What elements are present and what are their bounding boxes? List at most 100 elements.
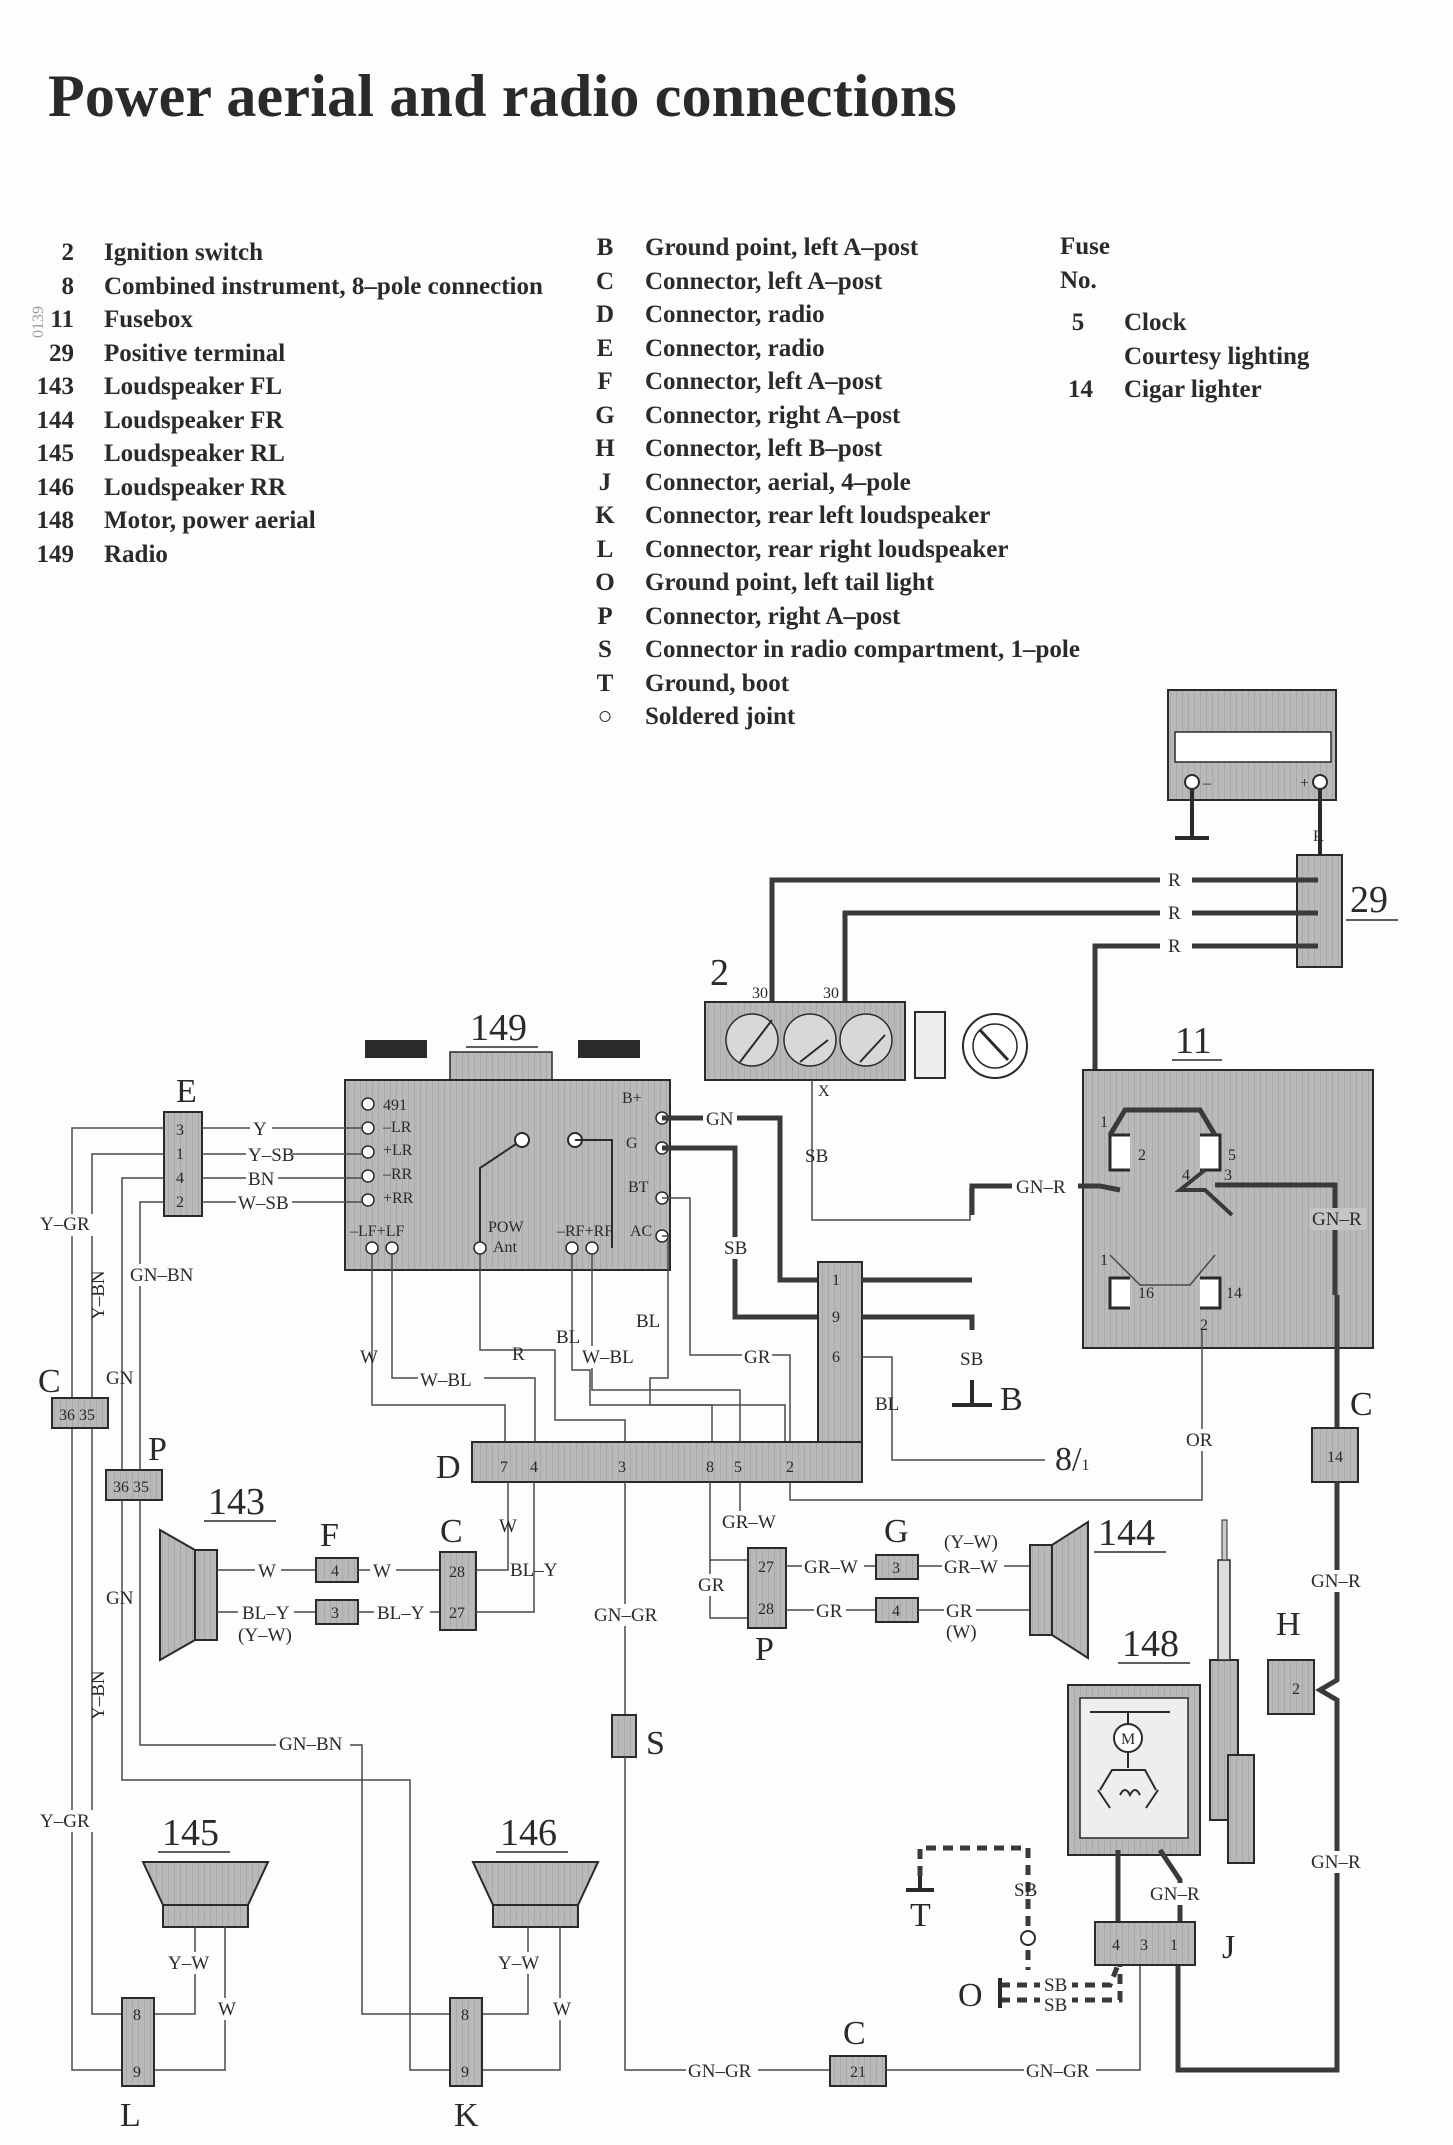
legend-key: 143: [36, 373, 75, 400]
legend-key: 11: [50, 306, 74, 333]
connector-f-bottom: [315, 1599, 359, 1625]
label-145: 145: [162, 1812, 219, 1854]
radio-t-491: 491: [383, 1097, 407, 1114]
label-s: S: [646, 1725, 665, 1762]
instr-suffix: 1: [1081, 1457, 1089, 1474]
label-l: L: [120, 2097, 141, 2134]
fuse-header-line1: Fuse: [1060, 233, 1110, 260]
connector-l: [121, 1997, 155, 2087]
legend-label: Ground point, left A–post: [645, 234, 919, 261]
fuse-14: 14: [1226, 1285, 1242, 1302]
d-pin-3: 3: [618, 1459, 626, 1476]
legend-row: 11 Fusebox: [32, 303, 543, 337]
connector-d: [471, 1441, 863, 1483]
wire-fr-gr: GR: [946, 1601, 973, 1622]
wire-r2: R: [1168, 903, 1181, 924]
wire-fl-w1: W: [258, 1561, 276, 1582]
battery-neg: –: [1202, 775, 1212, 792]
connector-p-right: [747, 1547, 787, 1629]
legend-key: 148: [36, 507, 75, 534]
radio-t-ant: Ant: [493, 1239, 518, 1256]
legend-label: Radio: [104, 540, 168, 568]
j-pin-1: 1: [1170, 1937, 1178, 1954]
wire-gnr-fuse: GN–R: [1016, 1177, 1066, 1198]
wire-rl-yw: Y–W: [168, 1953, 209, 1974]
label-2: 2: [710, 952, 729, 994]
wire-r1: R: [1168, 870, 1181, 891]
legend-label: Ground point, left tail light: [645, 569, 935, 596]
wire-gnr-right: GN–R: [1312, 1209, 1362, 1230]
legend-key: C: [595, 267, 615, 295]
fuse-16: 16: [1138, 1285, 1154, 1302]
legend-key: E: [596, 334, 614, 362]
radio-t-lr-pos: +LR: [383, 1142, 413, 1159]
wire-wbl-radio: W–BL: [420, 1370, 472, 1391]
label-b: B: [1000, 1381, 1023, 1418]
legend-key: S: [598, 636, 612, 663]
legend-key: ○: [597, 703, 613, 730]
legend-label: Fusebox: [104, 306, 193, 333]
legend-key: T: [596, 669, 614, 697]
g-pin-4: 4: [892, 1603, 900, 1620]
legend-key: G: [595, 401, 615, 429]
fuse-pin-5: 5: [1228, 1147, 1236, 1164]
label-p-left: P: [148, 1431, 167, 1468]
label-c-left: C: [38, 1363, 61, 1400]
c-bottom-pin: 21: [850, 2064, 866, 2081]
legend-label: Connector, left A–post: [645, 267, 883, 295]
legend-label: Ground, boot: [645, 669, 790, 697]
legend-label: Connector, left A–post: [645, 368, 883, 395]
label-c-mid: C: [440, 1513, 463, 1550]
wire-c-w: W: [499, 1516, 517, 1537]
wire-fl-yw: (Y–W): [238, 1625, 292, 1646]
radio-t-g: G: [626, 1135, 638, 1152]
speaker-fr: [1029, 1520, 1089, 1660]
label-p-right: P: [755, 1631, 774, 1668]
legend-key: J: [598, 468, 612, 496]
wire-sb-ign: SB: [805, 1146, 828, 1167]
j-pin-3: 3: [1140, 1937, 1148, 1954]
legend-key: D: [595, 301, 615, 328]
wire-ygr-top: Y–GR: [40, 1214, 90, 1235]
instr-ref: 8/: [1055, 1441, 1082, 1478]
connector-c-bottom: [829, 2055, 887, 2087]
label-11: 11: [1175, 1020, 1212, 1062]
legend-key: 144: [36, 406, 75, 434]
ignition-switch: [704, 1001, 1028, 1081]
legend-label: Cigar lighter: [1124, 376, 1262, 403]
legend-row: Courtesy lighting: [1068, 340, 1309, 374]
wire-r-radio: R: [512, 1344, 525, 1365]
radio-t-ac: AC: [630, 1223, 652, 1240]
wire-sb-bt: SB: [724, 1238, 747, 1259]
f-pin-4: 4: [331, 1563, 339, 1580]
legend-key: P: [597, 602, 613, 630]
legend-label: Connector, rear left loudspeaker: [645, 502, 991, 529]
wire-gr-radio: GR: [744, 1347, 771, 1368]
wire-e-y: Y: [253, 1119, 267, 1140]
radio-t-lf: –LF+LF: [349, 1223, 404, 1240]
k-pin-8: 8: [461, 2007, 469, 2024]
legend-label: Motor, power aerial: [104, 507, 316, 534]
fuse-header-line2: No.: [1060, 266, 1097, 294]
label-f: F: [320, 1517, 339, 1554]
wire-gr-p: GR: [816, 1601, 843, 1622]
page-title: Power aerial and radio connections: [48, 63, 957, 129]
fuse-pin-1a: 1: [1100, 1114, 1108, 1131]
wire-or-fuse: OR: [1186, 1430, 1213, 1451]
legend-row: T Ground, boot: [595, 667, 1080, 701]
j-pin-4: 4: [1112, 1937, 1120, 1954]
legend-row: ○Soldered joint: [595, 700, 1080, 734]
wire-gn-c: GN: [106, 1368, 134, 1389]
